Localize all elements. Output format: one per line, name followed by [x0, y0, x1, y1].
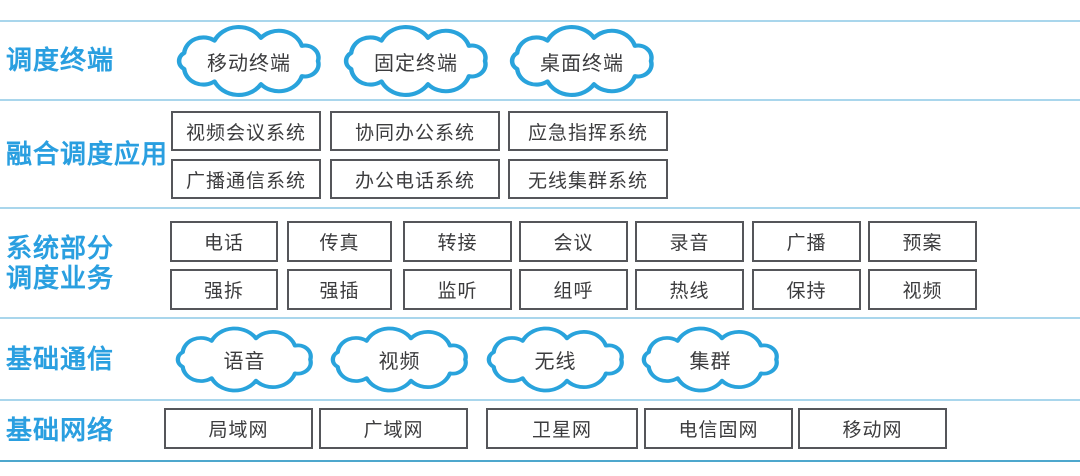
layer-label-dispatch-terminals: 调度终端 — [6, 45, 115, 75]
divider-line — [0, 399, 1080, 401]
cloud-shape-icon — [343, 25, 488, 97]
divider-line — [0, 99, 1080, 101]
cloud-label: 集群 — [689, 351, 732, 373]
box-group-call: 组呼 — [519, 269, 628, 310]
cloud-label: 语音 — [223, 351, 266, 373]
box-wan: 广域网 — [319, 408, 468, 449]
cloud-label: 桌面终端 — [540, 52, 624, 75]
cloud-shape-icon — [176, 25, 321, 97]
box-monitor: 监听 — [403, 269, 512, 310]
box-video: 视频 — [868, 269, 977, 310]
layer-dispatch-terminals: 调度终端 移动终端 固定终端 桌面终端 — [0, 20, 1080, 100]
layer-label-system-dispatch-services: 系统部分 调度业务 — [6, 233, 115, 293]
cloud-shape-icon — [175, 326, 313, 393]
layer-label-basic-communication: 基础通信 — [6, 344, 115, 374]
layer-system-dispatch-services: 系统部分 调度业务 电话 传真 转接 会议 录音 广播 预案 强拆 强插 监听 … — [0, 208, 1080, 318]
cloud-label: 移动终端 — [207, 52, 291, 75]
box-broadcast-communication-system: 广播通信系统 — [171, 159, 321, 199]
box-fax: 传真 — [287, 221, 392, 262]
layer-label-integrated-dispatch-applications: 融合调度应用 — [6, 139, 169, 169]
layer-basic-communication: 基础通信 语音 视频 无线 集群 — [0, 318, 1080, 400]
layer-label-basic-network: 基础网络 — [6, 415, 115, 445]
box-transfer: 转接 — [403, 221, 512, 262]
box-satellite-network: 卫星网 — [486, 408, 638, 449]
cloud-video: 视频 — [328, 326, 471, 393]
box-emergency-command-system: 应急指挥系统 — [508, 111, 668, 151]
cloud-mobile-terminal: 移动终端 — [174, 25, 324, 97]
box-broadcast: 广播 — [752, 221, 861, 262]
cloud-shape-icon — [486, 326, 624, 393]
box-hotline: 热线 — [635, 269, 744, 310]
cloud-label: 视频 — [378, 351, 421, 373]
box-lan: 局域网 — [164, 408, 313, 449]
cloud-desktop-terminal: 桌面终端 — [507, 25, 657, 97]
cloud-fixed-terminal: 固定终端 — [341, 25, 491, 97]
divider-line — [0, 317, 1080, 319]
box-hold: 保持 — [752, 269, 861, 310]
box-conference: 会议 — [519, 221, 628, 262]
cloud-shape-icon — [509, 25, 654, 97]
cloud-trunking: 集群 — [639, 326, 782, 393]
box-plan: 预案 — [868, 221, 977, 262]
cloud-label: 固定终端 — [374, 52, 458, 75]
cloud-voice: 语音 — [173, 326, 316, 393]
box-mobile-network: 移动网 — [798, 408, 947, 449]
cloud-wireless: 无线 — [484, 326, 627, 393]
divider-line — [0, 20, 1080, 22]
box-recording: 录音 — [635, 221, 744, 262]
box-collaborative-office-system: 协同办公系统 — [330, 111, 500, 151]
cloud-shape-icon — [330, 326, 468, 393]
box-office-telephone-system: 办公电话系统 — [330, 159, 500, 199]
layer-integrated-dispatch-applications: 融合调度应用 视频会议系统 协同办公系统 应急指挥系统 广播通信系统 办公电话系… — [0, 100, 1080, 208]
cloud-label: 无线 — [534, 351, 577, 373]
layer-basic-network: 基础网络 局域网 广域网 卫星网 电信固网 移动网 — [0, 400, 1080, 460]
cloud-shape-icon — [641, 326, 779, 393]
box-force-release: 强拆 — [170, 269, 278, 310]
box-video-conference-system: 视频会议系统 — [171, 111, 321, 151]
box-telephone: 电话 — [170, 221, 278, 262]
divider-line — [0, 207, 1080, 209]
divider-line-bottom — [0, 460, 1080, 462]
box-wireless-trunking-system: 无线集群系统 — [508, 159, 668, 199]
box-telecom-fixed-network: 电信固网 — [644, 408, 793, 449]
box-force-insert: 强插 — [287, 269, 392, 310]
